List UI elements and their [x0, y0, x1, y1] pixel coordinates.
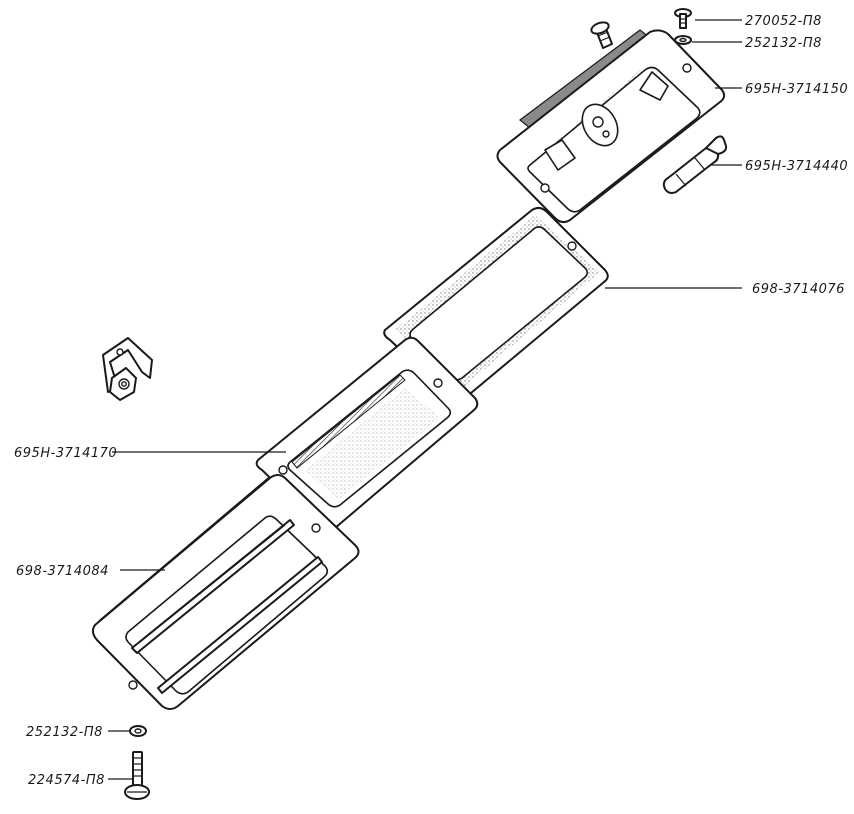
middle-lamp-housing	[255, 336, 479, 532]
bottom-screw	[124, 751, 150, 800]
label-frame-lower: 698-3714084	[16, 564, 109, 579]
label-screw-top: 270052-П8	[745, 14, 822, 29]
label-housing-top: 695Н-3714150	[745, 82, 848, 97]
lamp-socket	[544, 71, 669, 171]
label-screw-bottom: 224574-П8	[28, 773, 105, 788]
label-bulb: 695Н-3714440	[745, 159, 848, 174]
lower-frame	[91, 474, 360, 710]
label-washer-bottom: 252132-П8	[26, 725, 103, 740]
label-washer-top: 252132-П8	[745, 36, 822, 51]
bottom-washer	[129, 725, 147, 737]
washer-icon	[674, 35, 692, 45]
leader-lines	[108, 19, 742, 780]
spring-clip-icon	[102, 337, 153, 401]
screw-icon	[674, 8, 692, 29]
middle-frame	[383, 206, 609, 402]
label-housing-middle: 695Н-3714170	[14, 446, 117, 461]
bulb-icon	[662, 135, 728, 194]
top-lamp-housing	[496, 29, 726, 224]
label-frame-middle: 698-3714076	[752, 282, 845, 297]
top-screw	[590, 21, 613, 49]
